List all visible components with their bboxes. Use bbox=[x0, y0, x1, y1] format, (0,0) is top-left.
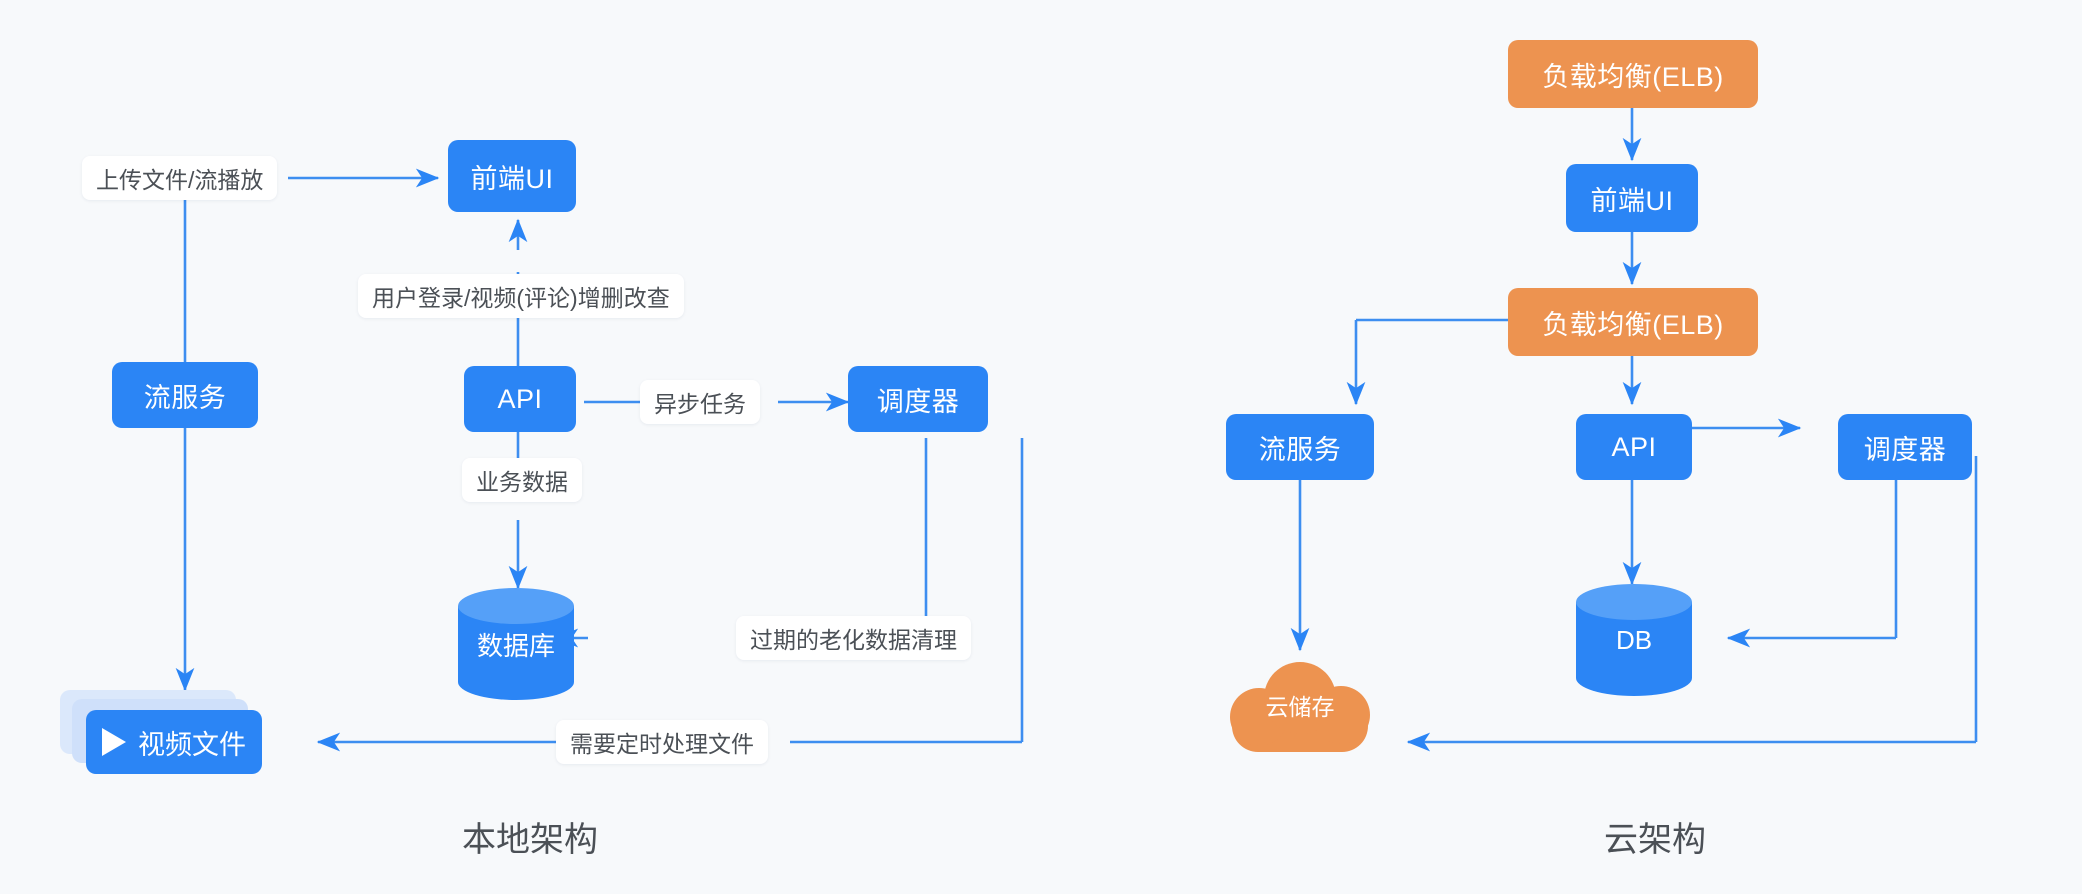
caption-local-architecture: 本地架构 bbox=[462, 821, 598, 859]
edge-label-login-crud: 用户登录/视频(评论)增删改查 bbox=[358, 274, 684, 318]
edge-label-scheduled-files: 需要定时处理文件 bbox=[556, 720, 768, 764]
node-api-local[interactable]: API bbox=[464, 366, 576, 432]
node-db-cloud[interactable]: DB bbox=[1576, 584, 1692, 696]
node-database-local[interactable]: 数据库 bbox=[458, 588, 574, 700]
node-frontend-ui-cloud[interactable]: 前端UI bbox=[1566, 164, 1698, 232]
play-icon bbox=[102, 728, 126, 756]
cylinder-top bbox=[458, 588, 574, 624]
node-video-files-label: 视频文件 bbox=[138, 729, 246, 760]
edge-label-async-task: 异步任务 bbox=[640, 380, 760, 424]
caption-cloud-architecture: 云架构 bbox=[1604, 821, 1706, 859]
node-frontend-ui-local[interactable]: 前端UI bbox=[448, 140, 576, 212]
node-db-label: DB bbox=[1615, 624, 1653, 655]
node-api-cloud[interactable]: API bbox=[1576, 414, 1692, 480]
node-scheduler-local[interactable]: 调度器 bbox=[848, 366, 988, 432]
edge-label-upload-play: 上传文件/流播放 bbox=[82, 156, 278, 200]
node-scheduler-cloud[interactable]: 调度器 bbox=[1838, 414, 1972, 480]
video-card-front: 视频文件 bbox=[86, 710, 262, 774]
edge-label-business-data: 业务数据 bbox=[462, 458, 582, 502]
cylinder-top bbox=[1576, 584, 1692, 620]
node-video-files-local[interactable]: 视频文件 bbox=[60, 690, 266, 778]
node-stream-service-local[interactable]: 流服务 bbox=[112, 362, 258, 428]
node-elb-mid[interactable]: 负载均衡(ELB) bbox=[1508, 288, 1758, 356]
node-stream-service-cloud[interactable]: 流服务 bbox=[1226, 414, 1374, 480]
node-cloud-storage-label: 云储存 bbox=[1265, 694, 1335, 720]
node-elb-top[interactable]: 负载均衡(ELB) bbox=[1508, 40, 1758, 108]
node-database-label: 数据库 bbox=[476, 630, 555, 661]
node-cloud-storage[interactable]: 云储存 bbox=[1230, 660, 1370, 752]
edge-label-data-cleanup: 过期的老化数据清理 bbox=[736, 616, 971, 660]
cloud-puff-right bbox=[1312, 686, 1370, 744]
